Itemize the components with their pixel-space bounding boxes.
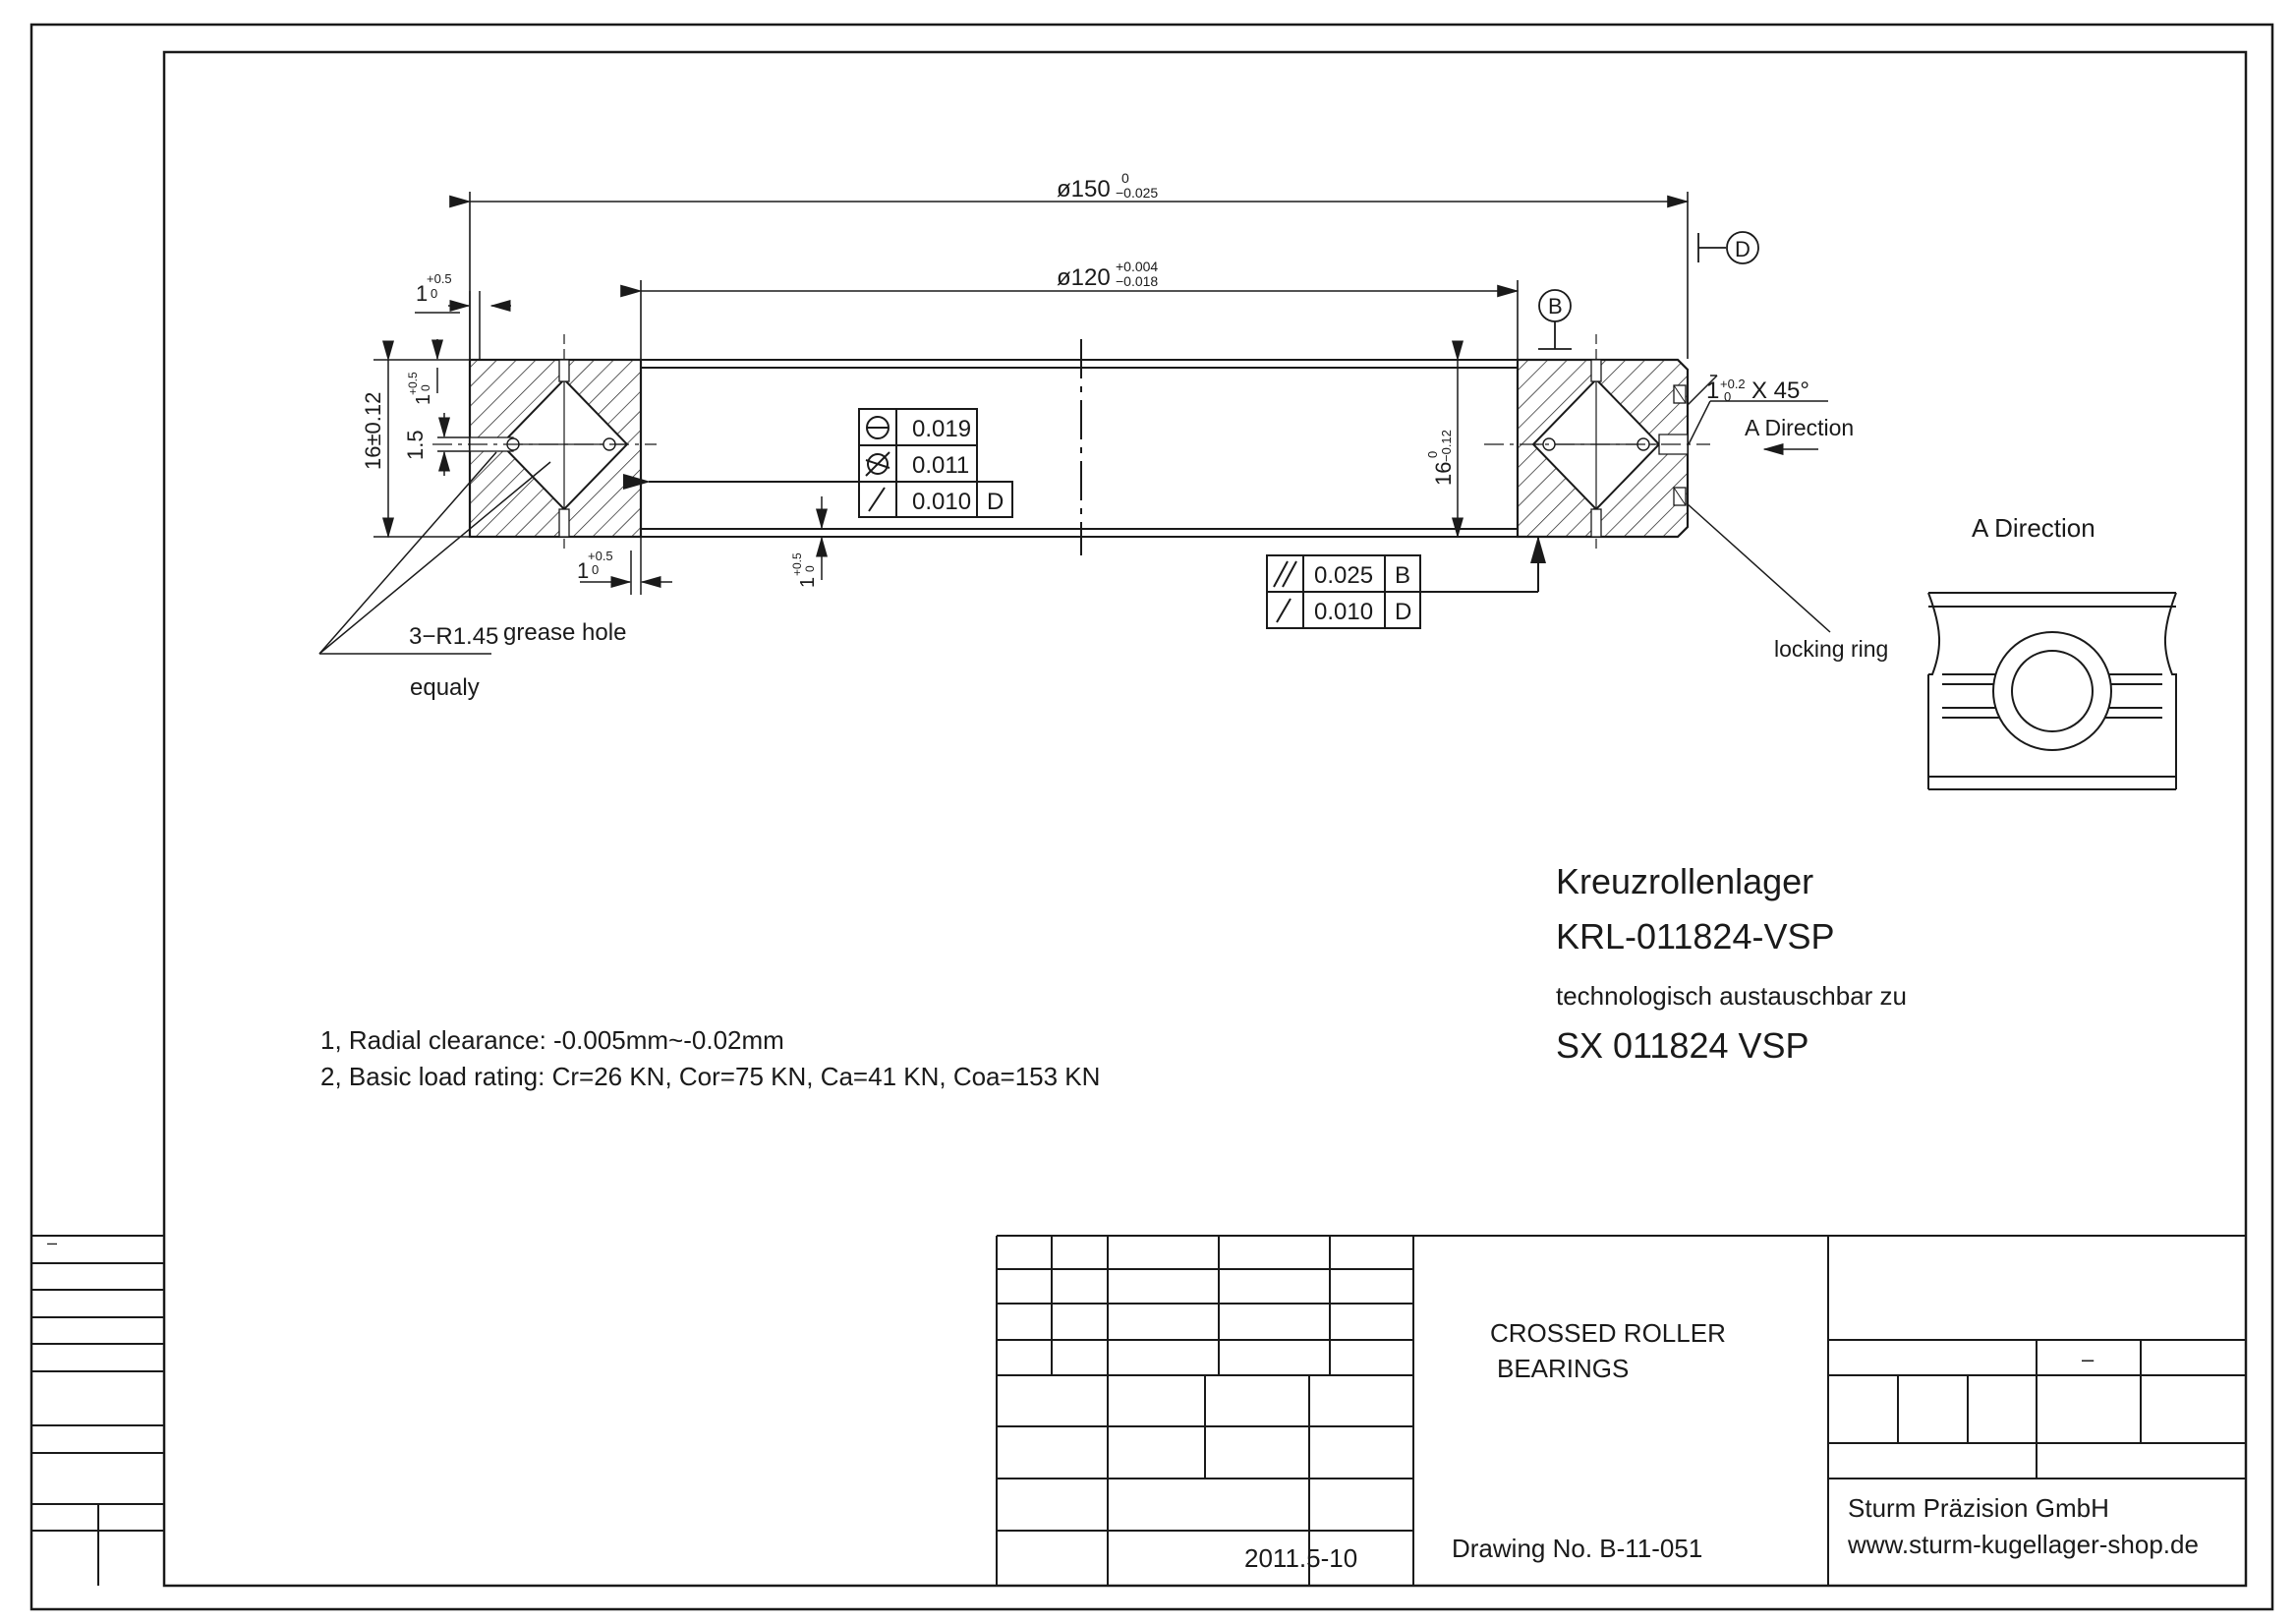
a-direction-arrow-label: A Direction — [1745, 415, 1854, 440]
inner-diameter-tol-lower: −0.018 — [1116, 273, 1158, 289]
title-line-2: BEARINGS — [1497, 1354, 1629, 1383]
equivalent-model: SX 011824 VSP — [1556, 1025, 1809, 1066]
bottom-step-tol-upper: +0.5 — [588, 549, 613, 563]
revision-mark: – — [47, 1233, 57, 1252]
revision-strip — [31, 1235, 164, 1586]
company-website: www.sturm-kugellager-shop.de — [1847, 1530, 2199, 1559]
right-runout-datum: D — [1395, 599, 1411, 625]
height-right-tol-lower: −0.12 — [1439, 430, 1454, 462]
inner-diameter-label: ø120 — [1057, 264, 1111, 291]
right-tolerance-frame — [1266, 536, 1546, 629]
drawing-date: 2011.5-10 — [1244, 1543, 1357, 1573]
mid-step-tol-lower: 0 — [419, 384, 432, 391]
datum-b-symbol — [1538, 289, 1572, 350]
title-block — [996, 1235, 2246, 1586]
mid-step-tol-upper: +0.5 — [406, 372, 420, 395]
grease-hole-leader — [318, 451, 551, 655]
height-right-tol-upper: 0 — [1425, 451, 1440, 458]
product-model: KRL-011824-VSP — [1556, 916, 1835, 957]
grease-hole-dim: 3−R1.45 — [409, 623, 498, 650]
height-right-label: 16 — [1431, 462, 1456, 486]
chamfer-label: 1 — [1706, 377, 1719, 404]
inner-frame — [162, 50, 2248, 1588]
center-step-tol-upper: +0.5 — [790, 552, 804, 576]
chamfer-angle: X 45° — [1751, 377, 1809, 404]
grease-hole-sub: equaly — [410, 674, 480, 701]
note-radial-clearance: 1, Radial clearance: -0.005mm~-0.02mm — [320, 1025, 784, 1055]
a-direction-view — [1927, 592, 2177, 790]
chamfer-tol-lower: 0 — [1724, 389, 1731, 404]
runout-value: 0.010 — [912, 489, 971, 515]
center-step-dimension — [811, 496, 835, 580]
outer-diameter-tol-lower: −0.025 — [1116, 185, 1158, 201]
inner-diameter-tol-upper: +0.004 — [1116, 259, 1158, 274]
bottom-step-label: 1 — [577, 558, 589, 583]
top-step-tol-upper: +0.5 — [427, 271, 452, 286]
left-cross-section — [432, 334, 657, 551]
grease-hole-label: grease hole — [503, 619, 626, 646]
height-left-label: 16±0.12 — [361, 392, 385, 470]
ring-outline — [641, 339, 1518, 555]
a-direction-title: A Direction — [1972, 513, 2095, 543]
center-step-tol-lower: 0 — [803, 565, 817, 572]
datum-d-letter: D — [1735, 237, 1751, 261]
product-type: Kreuzrollenlager — [1556, 861, 1813, 901]
title-dash: – — [2082, 1347, 2095, 1371]
circularity-value: 0.019 — [912, 416, 971, 442]
company-name: Sturm Präzision GmbH — [1848, 1493, 2109, 1523]
datum-b-letter: B — [1548, 294, 1563, 319]
drawing-number: Drawing No. B-11-051 — [1452, 1534, 1702, 1563]
top-step-label: 1 — [416, 281, 428, 306]
outer-frame — [29, 23, 2274, 1611]
chamfer-leader — [1687, 375, 1828, 455]
groove-label: 1.5 — [403, 430, 428, 460]
datum-d-symbol — [1697, 231, 1759, 264]
locking-ring-leader — [1686, 502, 1831, 633]
locking-ring-label: locking ring — [1774, 636, 1888, 662]
bottom-step-tol-lower: 0 — [592, 562, 599, 577]
center-step-label: 1 — [797, 577, 819, 588]
parallelism-value: 0.025 — [1314, 562, 1373, 589]
cylindricity-value: 0.011 — [912, 452, 969, 479]
parallelism-datum: B — [1395, 562, 1410, 589]
right-cross-section — [1484, 334, 1710, 551]
title-line-1: CROSSED ROLLER — [1490, 1318, 1726, 1348]
mid-step-label: 1 — [413, 394, 434, 405]
inner-diameter-dimension — [620, 280, 1520, 359]
outer-diameter-label: ø150 — [1057, 176, 1111, 203]
right-runout-value: 0.010 — [1314, 599, 1373, 625]
center-tolerance-frame — [623, 408, 1013, 518]
note-load-rating: 2, Basic load rating: Cr=26 KN, Cor=75 K… — [320, 1062, 1100, 1091]
interchange-note: technologisch austauschbar zu — [1556, 981, 1907, 1011]
top-step-tol-lower: 0 — [430, 286, 437, 301]
outer-diameter-tol-upper: 0 — [1121, 170, 1129, 186]
runout-datum: D — [987, 489, 1004, 515]
chamfer-tol-upper: +0.2 — [1720, 377, 1746, 391]
